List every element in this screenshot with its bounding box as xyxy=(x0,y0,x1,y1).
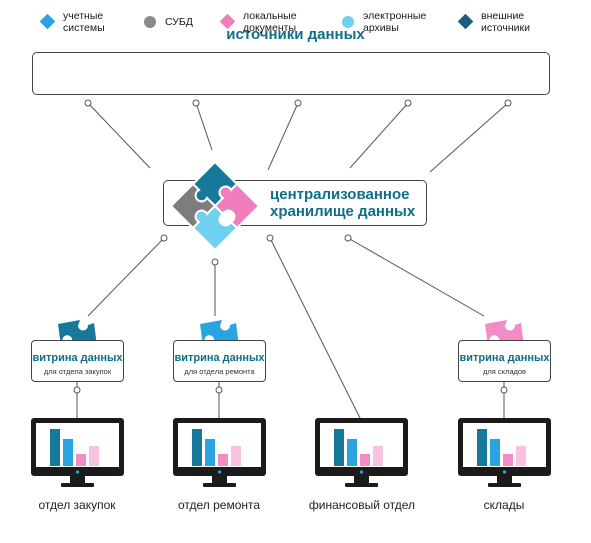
department-label: отдел ремонта xyxy=(177,498,261,512)
mart-subtitle: для отдела ремонта xyxy=(184,367,255,376)
mart-title: витрина данных xyxy=(459,352,550,364)
monitor-icon xyxy=(315,418,408,487)
sources-panel xyxy=(32,52,550,95)
circle-icon xyxy=(144,15,156,28)
diamond-icon xyxy=(39,13,56,30)
mart-title: витрина данных xyxy=(174,352,265,364)
monitor-icon xyxy=(173,418,266,487)
mart-subtitle: для отдела закупок xyxy=(43,367,112,376)
source-item-dbms: СУБД xyxy=(144,0,193,43)
source-label: внешние источники xyxy=(481,9,531,34)
department-label: отдел закупок xyxy=(38,498,116,512)
circle-icon xyxy=(342,15,354,28)
diagram-title: источники данных xyxy=(226,26,365,43)
puzzle-icon xyxy=(169,160,261,252)
source-label: учетные системы xyxy=(63,9,105,34)
source-label: электронные архивы xyxy=(363,9,427,34)
mart-title: витрина данных xyxy=(32,352,123,364)
department-label: склады xyxy=(483,498,525,512)
source-item-local-docs: локальные документы xyxy=(219,0,297,43)
source-label: локальные документы xyxy=(243,9,297,34)
source-item-archives: электронные архивы xyxy=(342,0,426,43)
diamond-icon xyxy=(219,13,236,30)
source-item-external: внешние источники xyxy=(457,0,531,43)
monitor-icon xyxy=(31,418,124,487)
data-mart-warehouses: витрина данных для складов xyxy=(458,340,551,382)
source-label: СУБД xyxy=(165,15,193,28)
data-mart-purchasing: витрина данных для отдела закупок xyxy=(31,340,124,382)
monitor-icon xyxy=(458,418,551,487)
data-mart-repair: витрина данных для отдела ремонта xyxy=(173,340,266,382)
diamond-icon xyxy=(457,13,474,30)
department-label: финансовый отдел xyxy=(308,498,416,512)
central-storage-label: централизованное хранилище данных xyxy=(270,186,416,220)
mart-subtitle: для складов xyxy=(482,367,527,376)
source-item-accounting: учетные системы xyxy=(39,0,105,43)
